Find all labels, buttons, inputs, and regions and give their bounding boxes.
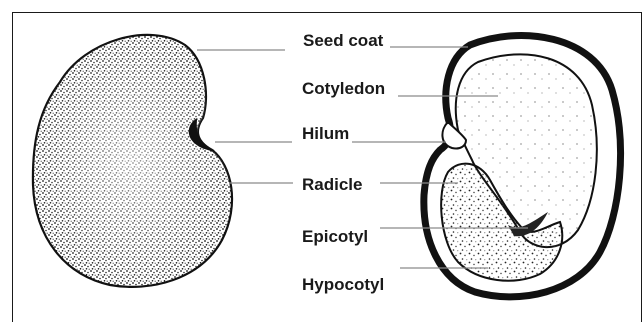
label-cotyledon: Cotyledon — [302, 79, 385, 98]
label-hypocotyl: Hypocotyl — [302, 275, 384, 294]
label-hilum: Hilum — [302, 124, 349, 143]
label-seed-coat: Seed coat — [303, 31, 384, 50]
seed-section-view — [424, 35, 621, 296]
seed-external-view — [33, 35, 232, 287]
label-radicle: Radicle — [302, 175, 362, 194]
label-epicotyl: Epicotyl — [302, 227, 368, 246]
labels: Seed coat Cotyledon Hilum Radicle Epicot… — [302, 31, 385, 294]
